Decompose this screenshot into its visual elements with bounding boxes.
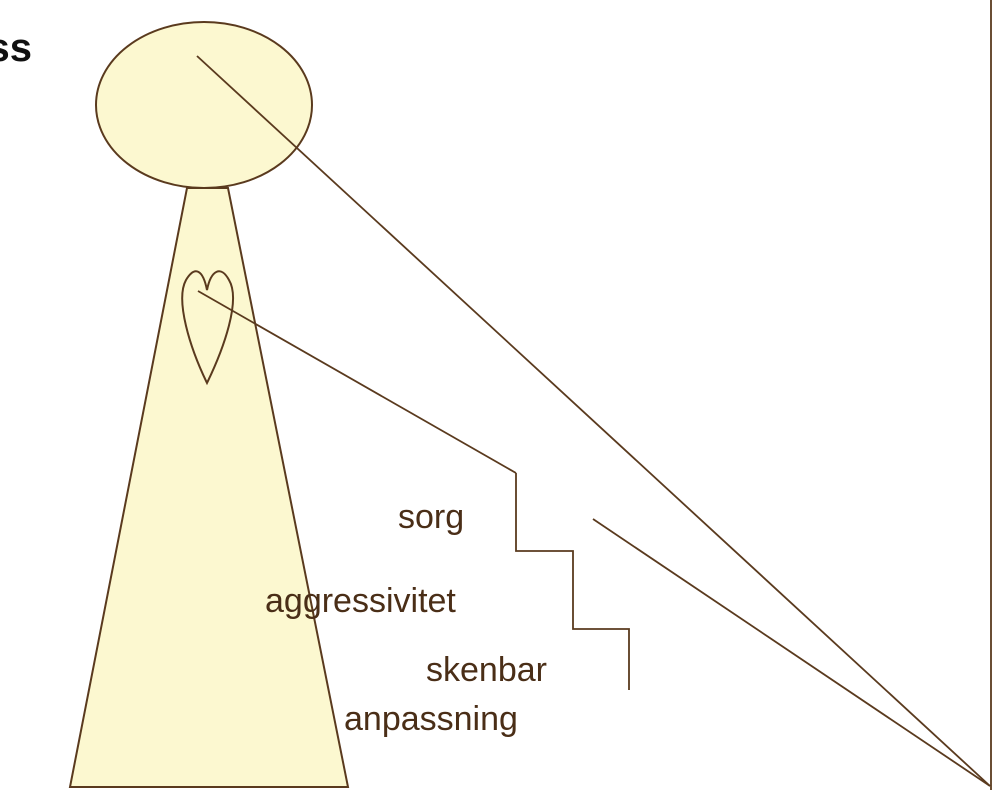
heart-icon — [181, 270, 234, 386]
stair-line — [592, 518, 991, 787]
figure-body — [68, 187, 350, 788]
stair-steps — [515, 473, 630, 690]
heart-line — [197, 290, 517, 474]
title-fragment-text: ss — [0, 26, 32, 70]
stage-label-anpassning: anpassning — [344, 700, 518, 738]
head-line — [196, 55, 991, 787]
stage-label-sorg: sorg — [398, 498, 465, 536]
slide-title-fragment: ss — [0, 18, 32, 78]
figure-head — [95, 21, 313, 189]
stage-label-aggressivitet: aggressivitet — [265, 582, 456, 620]
stage-label-skenbar: skenbar — [426, 651, 547, 689]
